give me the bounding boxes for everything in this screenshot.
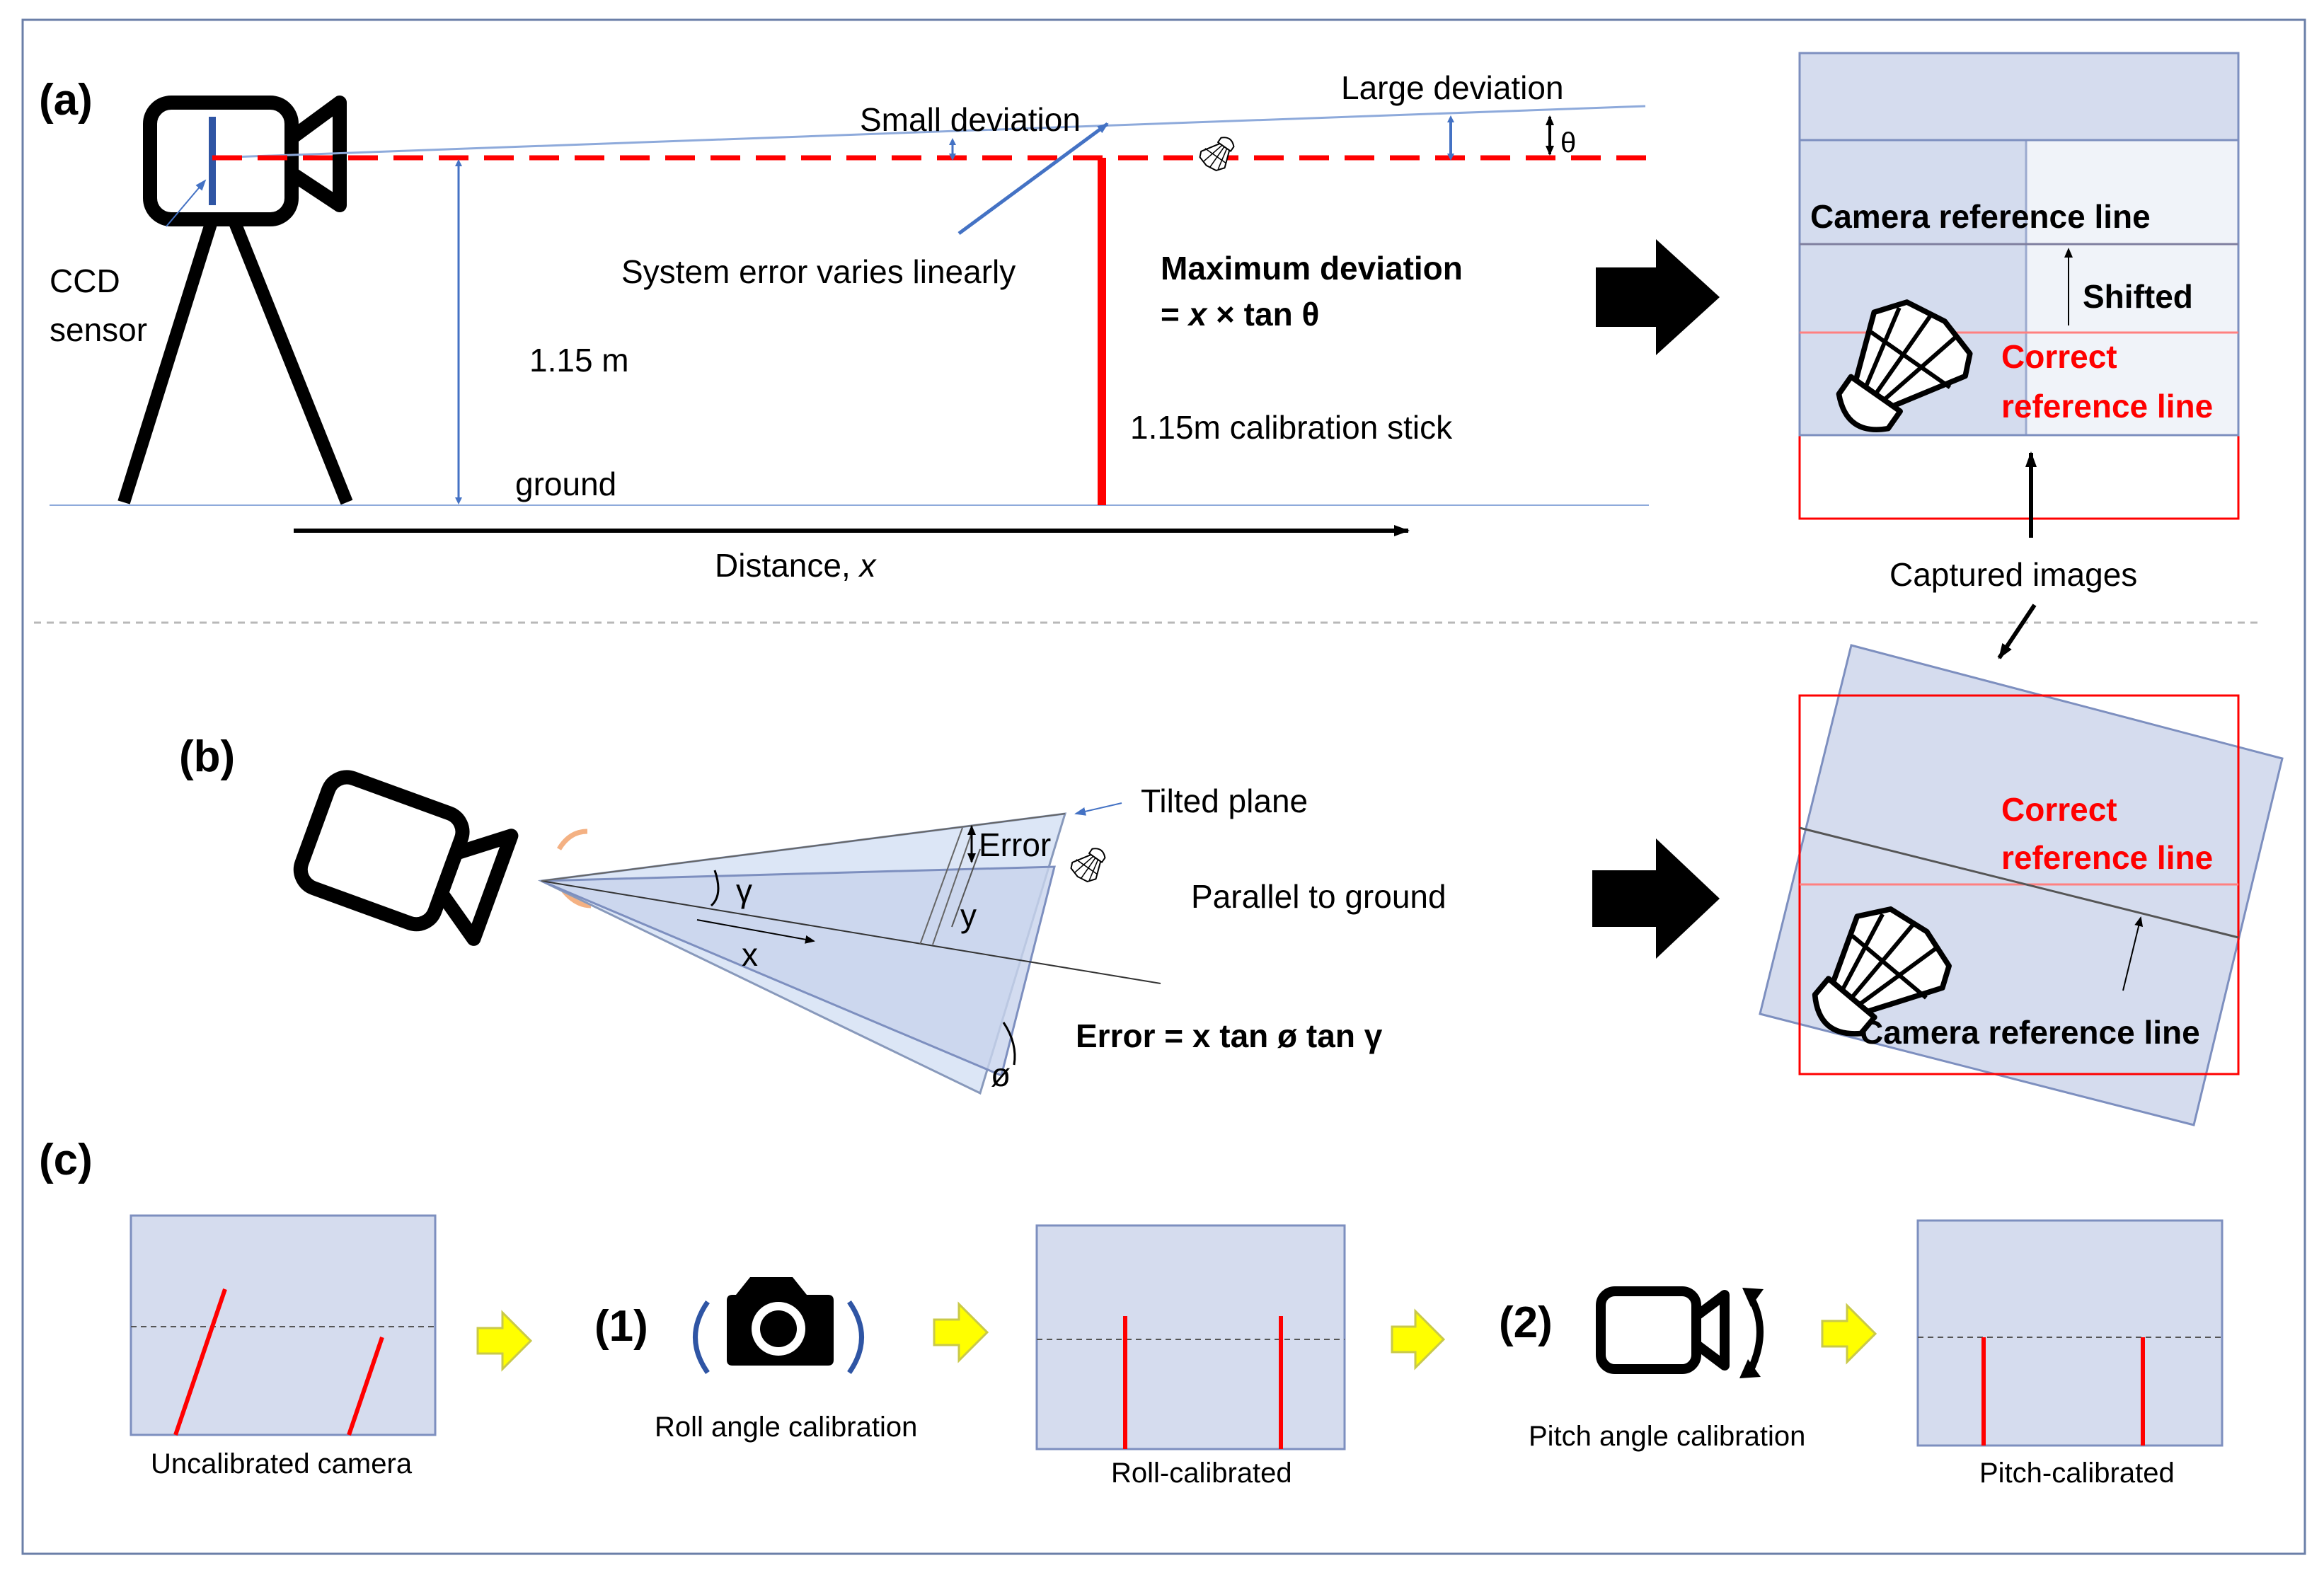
tilted-stick-1 [173,1288,227,1436]
max-deviation-x: x [1187,296,1209,333]
pitch-calibrated-label: Pitch-calibrated [1979,1458,2175,1489]
video-camera-icon [117,96,353,505]
panel-b: (b) γ y x Error ø Tilted plane Parallel … [179,644,2284,1126]
ccd-pointer [166,179,207,227]
captured-image-a-top [1798,52,2240,142]
max-deviation-line-1: Maximum deviation [1161,250,1463,287]
y-line-2 [932,834,972,945]
panel-b-label: (b) [179,732,235,781]
pitch-arrow-head-bottom [1739,1359,1761,1378]
uncalibrated-label: Uncalibrated camera [151,1448,413,1479]
tilted-line-1 [541,813,1066,882]
tilted-camera-line [212,105,1646,159]
gamma-label: γ [736,872,752,909]
parallel-label: Parallel to ground [1191,878,1446,915]
ground-label: ground [515,466,616,502]
panel-c-label: (c) [39,1136,93,1184]
max-deviation-prefix: = [1161,296,1189,333]
yellow-arrow-3 [1391,1308,1446,1371]
x-axis-line [541,880,1161,984]
pitch-arrow-head-top [1742,1288,1764,1307]
big-arrow-b [1592,838,1720,959]
tilted-plane-label: Tilted plane [1141,783,1308,819]
tilted-video-camera-icon [293,770,519,946]
frame-pitch-calibrated [1916,1219,2224,1447]
shifted-label: Shifted [2083,278,2193,315]
ccd-label-2: sensor [50,311,147,348]
correct-label-a-2: reference line [2001,388,2213,425]
max-deviation-line-2: = x × tan θ [1161,296,1319,333]
correct-label-a-1: Correct [2001,338,2117,375]
distance-var: x [858,547,878,584]
theta-label: θ [1560,127,1576,158]
step-1-label: (1) [594,1302,648,1351]
error-label: Error [979,826,1051,863]
frame-uncalibrated [130,1214,437,1436]
photo-camera-icon [727,1277,834,1366]
error-formula: Error = x tan ø tan γ [1076,1017,1383,1054]
panel-a-label: (a) [39,76,93,125]
camera-reference-label-b: Camera reference line [1860,1014,2200,1051]
video-camera-icon-small [1596,1286,1730,1374]
distance-label: Distance, x [715,547,878,584]
phi-arc [1002,1022,1016,1066]
y-label: y [960,897,977,934]
x-arrow [696,919,815,944]
roll-calibrated-label: Roll-calibrated [1111,1458,1292,1489]
frame-roll-calibrated [1035,1224,1346,1450]
parallel-plane [541,865,1056,1078]
gamma-arc [710,870,720,907]
small-deviation-label: Small deviation [860,101,1081,138]
height-label: 1.15 m [529,342,629,379]
tilted-stick-2 [347,1337,384,1436]
yellow-arrow-1 [476,1310,533,1372]
captured-images-label: Captured images [1889,556,2137,593]
roll-arrow-right-icon [847,1300,864,1375]
rotation-shift-arrow [2122,916,2144,991]
roll-arrow-left-icon [693,1300,710,1375]
correct-label-b-1: Correct [2001,791,2117,828]
y-line-1 [919,827,963,945]
system-error-label: System error varies linearly [621,253,1016,290]
system-error-pointer [957,122,1109,236]
ccd-label-1: CCD [50,262,120,299]
large-deviation-label: Large deviation [1341,69,1564,106]
camera-reference-label-a: Camera reference line [1810,198,2151,235]
yellow-arrow-2 [933,1301,989,1363]
roll-calibration-label: Roll angle calibration [655,1412,917,1443]
yellow-arrow-4 [1821,1303,1877,1365]
captured-arrow-down [1997,604,2037,659]
phi-label: ø [991,1056,1011,1093]
max-deviation-suffix: × tan θ [1207,296,1319,333]
tilted-plane-pointer [1074,802,1122,816]
step-2-label: (2) [1499,1298,1553,1347]
camera-reference-line-b [1799,826,2239,939]
panel-a: (a) CCD sensor 1.15 m ground Small devia… [39,52,2240,659]
stick-label: 1.15m calibration stick [1130,409,1453,446]
x-label: x [742,936,758,973]
big-arrow-a [1596,239,1720,355]
distance-text: Distance, [715,547,860,584]
pitch-calibration-label: Pitch angle calibration [1529,1421,1805,1452]
correct-label-b-2: reference line [2001,839,2213,876]
panel-c: (c) Uncalibrated camera (1) Roll angle c… [39,1136,2224,1489]
